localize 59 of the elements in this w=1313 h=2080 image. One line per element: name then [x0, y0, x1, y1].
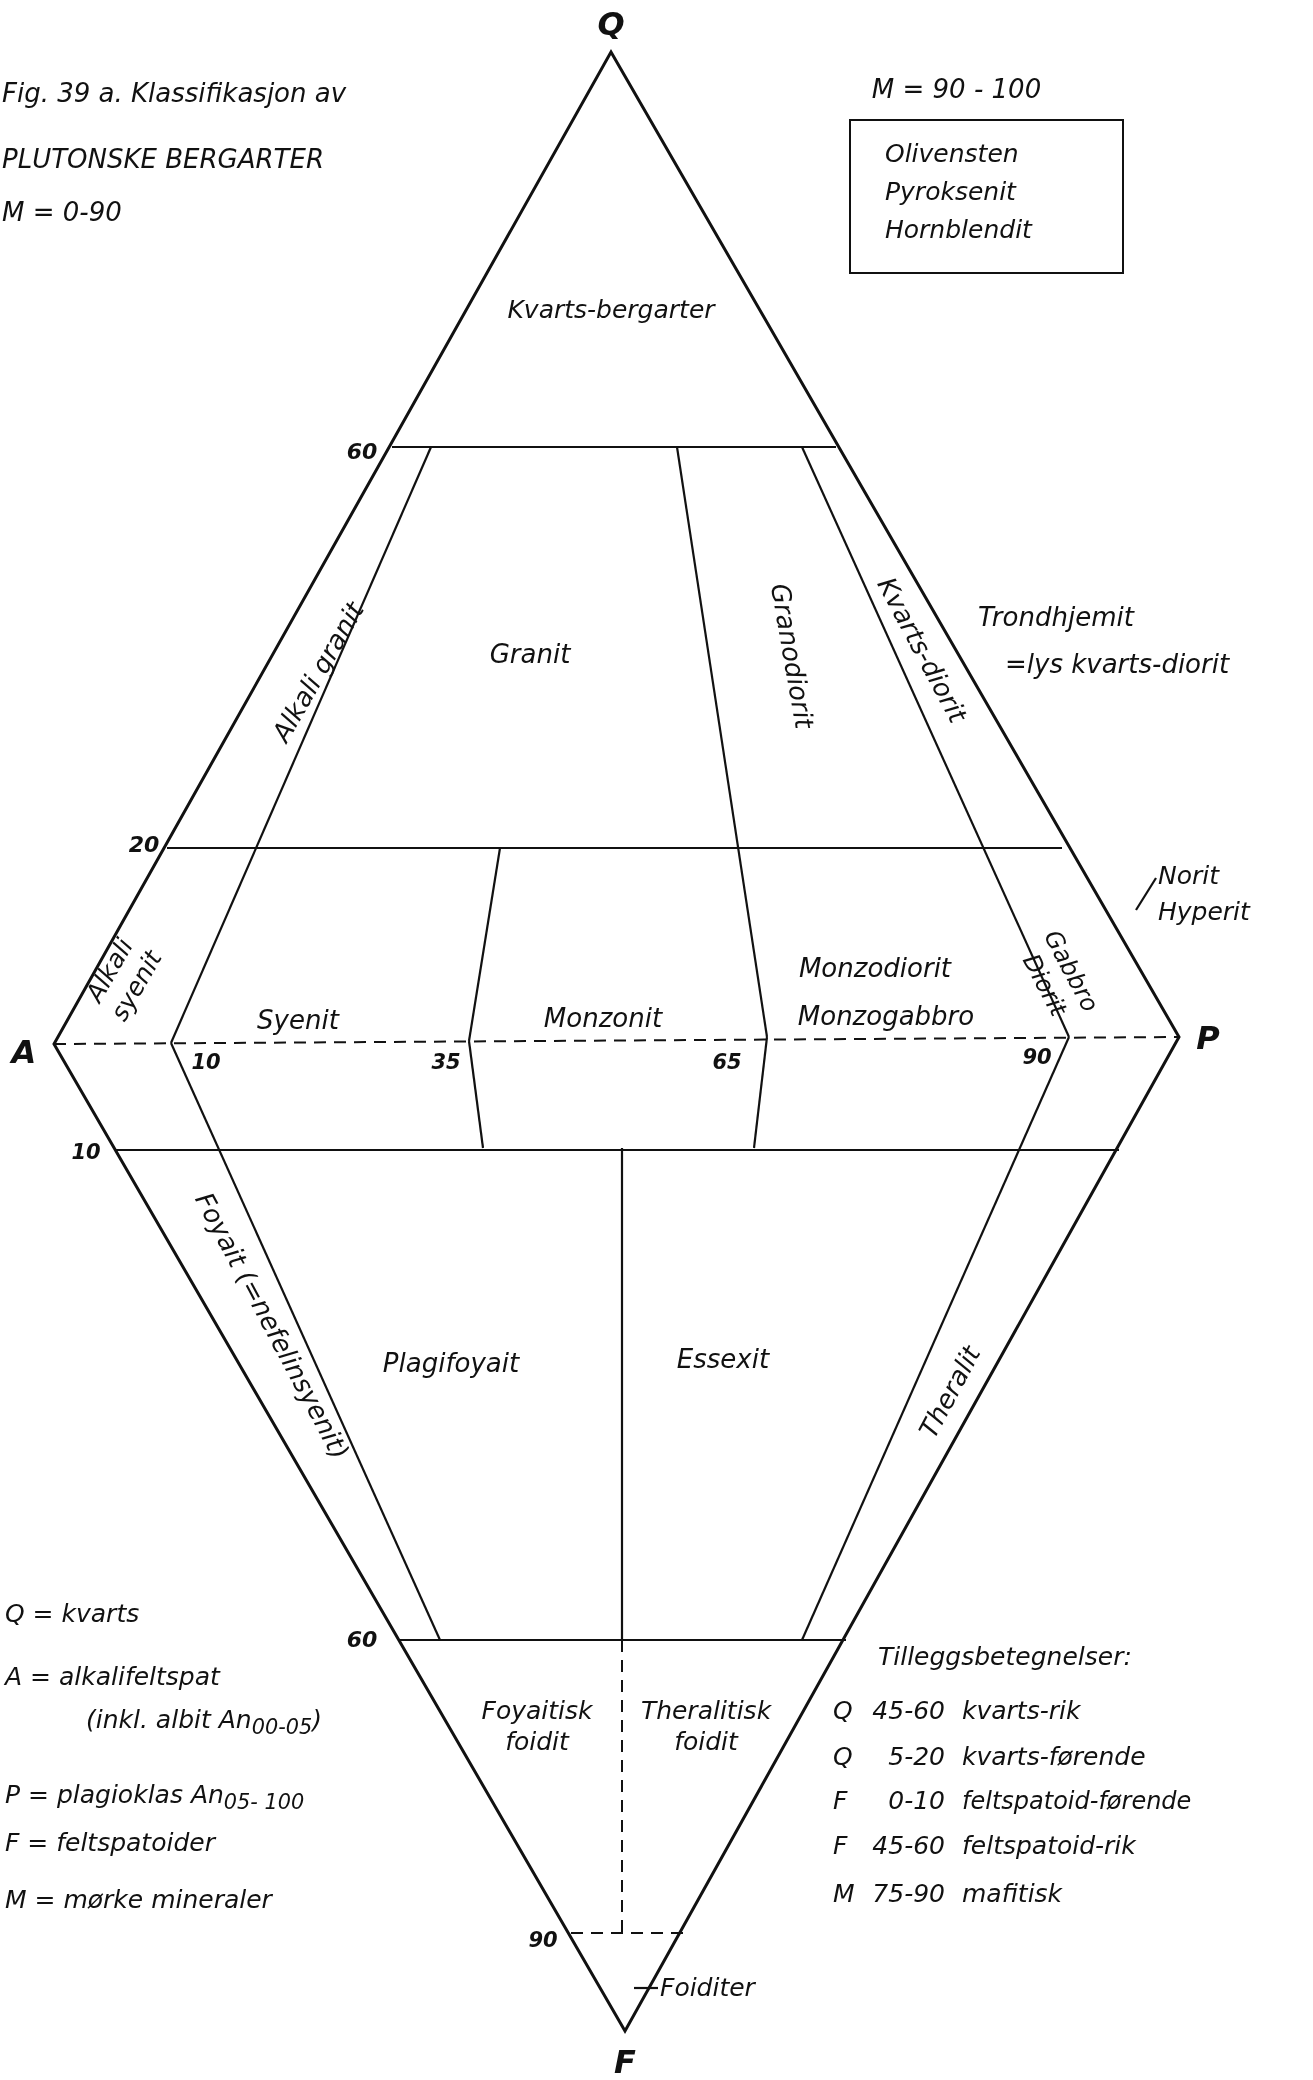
table-cell: kvarts-førende	[962, 1741, 1146, 1773]
field-name: Granodiorit	[763, 580, 821, 732]
composition-note: M = 0-90	[2, 195, 122, 229]
apex-letter: A	[11, 1032, 37, 1072]
tick-value: 20	[128, 831, 160, 859]
legend-text: F = feltspatoider	[5, 1827, 215, 1859]
tick-value: 10	[71, 1138, 101, 1166]
field-name: Kvarts-bergarter	[507, 294, 715, 326]
rock-name: Pyroksenit	[885, 176, 1018, 208]
legend-text: (inkl. albit An$_{00-05}$)	[86, 1704, 322, 1740]
field-name: Theralitisk foidit	[639, 1694, 773, 1758]
field-name: Monzonit	[543, 1001, 663, 1035]
legend-text: P = plagioklas An$_{05- 100}$	[5, 1779, 305, 1815]
table-cell: 75-90	[872, 1878, 945, 1910]
table-cell: Q	[833, 1695, 853, 1727]
field-name: Monzogabbro	[797, 999, 975, 1033]
legend-text: Q = kvarts	[5, 1598, 140, 1630]
table-cell: M	[833, 1878, 855, 1910]
table-cell: mafitisk	[962, 1878, 1063, 1910]
leader-line	[1135, 877, 1157, 911]
table-cell: kvarts-rik	[962, 1695, 1081, 1727]
apex-letter: F	[614, 2042, 636, 2080]
rock-name: Foiditer	[660, 1970, 790, 2006]
field-name: Granit	[489, 637, 571, 671]
rock-name: Hornblendit	[885, 214, 1034, 246]
leader-line	[634, 1986, 658, 1990]
table-cell: feltspatoid-førende	[962, 1786, 1192, 1816]
composition-note: M = 90 - 100	[871, 72, 1042, 106]
rock-name: Olivensten	[885, 138, 1020, 170]
legend-text: A = alkalifeltspat	[5, 1661, 220, 1693]
rock-name: Norit Hyperit	[1158, 858, 1308, 930]
rock-name: Trondhjemit	[978, 600, 1134, 634]
tick-value: 60	[346, 438, 378, 466]
tick-value: 65	[712, 1048, 742, 1076]
table-heading: Tilleggsbetegnelser:	[878, 1641, 1132, 1673]
field-name: Foyaitisk foidit	[480, 1694, 594, 1758]
rock-name: =lys kvarts-diorit	[1005, 647, 1230, 681]
field-name: Syenit	[257, 1003, 339, 1037]
rock-list-box	[849, 119, 1124, 274]
tick-value: 10	[191, 1048, 221, 1076]
table-cell: 45-60	[872, 1695, 945, 1727]
table-cell: 45-60	[872, 1830, 945, 1862]
table-cell: Q	[833, 1741, 853, 1773]
tick-value: 35	[431, 1048, 461, 1076]
table-cell: F	[833, 1830, 848, 1862]
field-name: Essexit	[676, 1342, 770, 1376]
tick-value: 60	[346, 1626, 378, 1654]
apex-letter: P	[1196, 1018, 1220, 1058]
legend-text: M = mørke mineraler	[5, 1884, 272, 1916]
table-cell: feltspatoid-rik	[962, 1830, 1136, 1862]
table-cell: 0-10	[888, 1785, 945, 1817]
tick-value: 90	[1022, 1043, 1052, 1071]
tick-value: 90	[528, 1926, 558, 1954]
field-name: Monzodiorit	[798, 951, 952, 985]
table-cell: 5-20	[888, 1741, 945, 1773]
field-name: Plagifoyait	[382, 1346, 520, 1380]
apex-letter: Q	[597, 4, 625, 44]
table-cell: F	[833, 1785, 848, 1817]
figure-title: Fig. 39 a. Klassifikasjon av PLUTONSKE BERGARTER	[2, 77, 348, 176]
